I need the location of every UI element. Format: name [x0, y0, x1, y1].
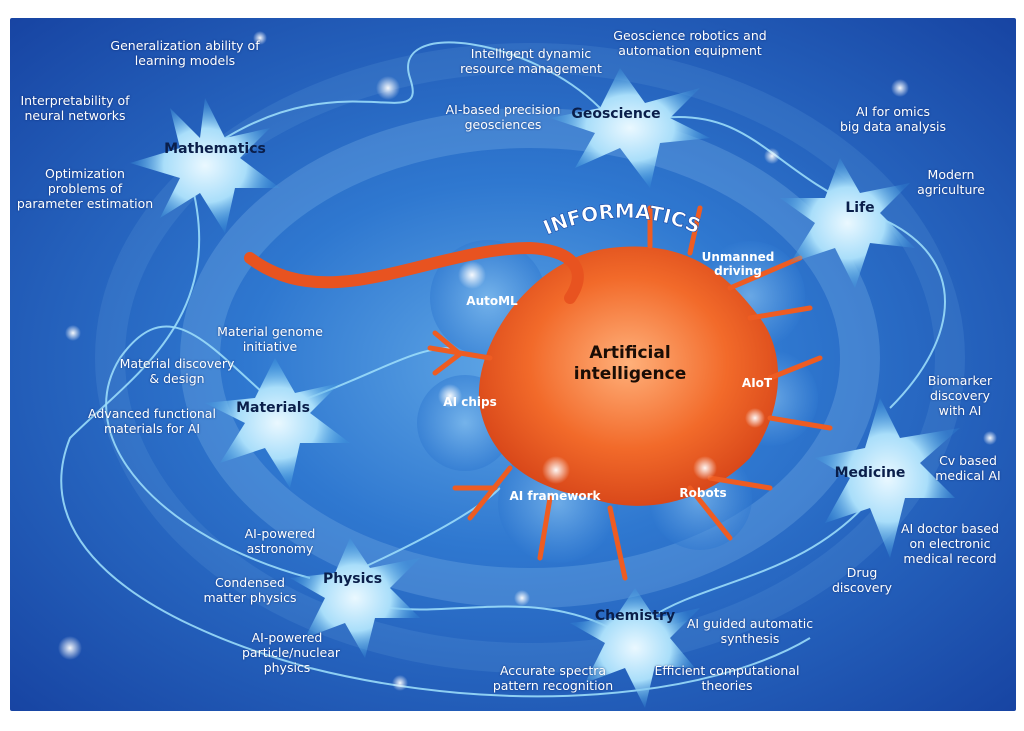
topic-drug-discovery: Drug discovery — [831, 565, 893, 595]
topic-omics: AI for omics big data analysis — [839, 104, 947, 134]
diagram-canvas: INFORMATICS Artificial intelligence Auto… — [10, 18, 1016, 711]
topic-computational-theories: Efficient computational theories — [654, 663, 800, 693]
glow-dots — [58, 31, 997, 691]
topic-optimization: Optimization problems of parameter estim… — [16, 166, 154, 211]
hub-medicine: Medicine — [834, 465, 906, 481]
topic-condensed-matter: Condensed matter physics — [203, 575, 297, 605]
core-neuron — [244, 205, 833, 581]
core-title: Artificial intelligence — [573, 343, 687, 384]
topic-functional-materials: Advanced functional materials for AI — [88, 406, 216, 436]
core-topic-robots: Robots — [679, 486, 727, 500]
topic-generalization: Generalization ability of learning model… — [110, 38, 260, 68]
topic-astronomy: AI-powered astronomy — [244, 526, 316, 556]
topic-material-genome: Material genome initiative — [217, 324, 323, 354]
topic-spectra-recognition: Accurate spectra pattern recognition — [492, 663, 614, 693]
core-topic-ai-chips: AI chips — [443, 395, 497, 409]
hub-physics: Physics — [322, 571, 383, 587]
hub-shapes — [130, 68, 960, 708]
topic-automatic-synthesis: AI guided automatic synthesis — [686, 616, 814, 646]
topic-geoscience-robotics: Geoscience robotics and automation equip… — [613, 28, 767, 58]
topic-resource-management: Intelligent dynamic resource management — [460, 46, 602, 76]
topic-material-discovery: Material discovery & design — [119, 356, 235, 386]
hub-mathematics: Mathematics — [164, 141, 266, 157]
core-topic-unmanned-driving: Unmanned driving — [701, 250, 775, 278]
topic-interpretability: Interpretability of neural networks — [20, 93, 130, 123]
hub-geoscience: Geoscience — [571, 106, 661, 122]
core-topic-aiot: AIoT — [741, 376, 773, 390]
core-topic-automl: AutoML — [466, 294, 518, 308]
background-art: INFORMATICS — [10, 18, 1016, 711]
topic-biomarker: Biomarker discovery with AI — [927, 373, 993, 418]
hub-life: Life — [845, 200, 875, 216]
topic-agriculture: Modern agriculture — [917, 167, 985, 197]
core-topic-ai-framework: AI framework — [509, 489, 601, 503]
topic-cv-medical-ai: Cv based medical AI — [935, 453, 1001, 483]
hub-chemistry: Chemistry — [594, 608, 676, 624]
topic-particle-physics: AI-powered particle/nuclear physics — [242, 630, 341, 675]
hub-materials: Materials — [236, 400, 310, 416]
topic-ai-doctor: AI doctor based on electronic medical re… — [900, 521, 1000, 566]
topic-precision-geosciences: AI-based precision geosciences — [445, 102, 561, 132]
